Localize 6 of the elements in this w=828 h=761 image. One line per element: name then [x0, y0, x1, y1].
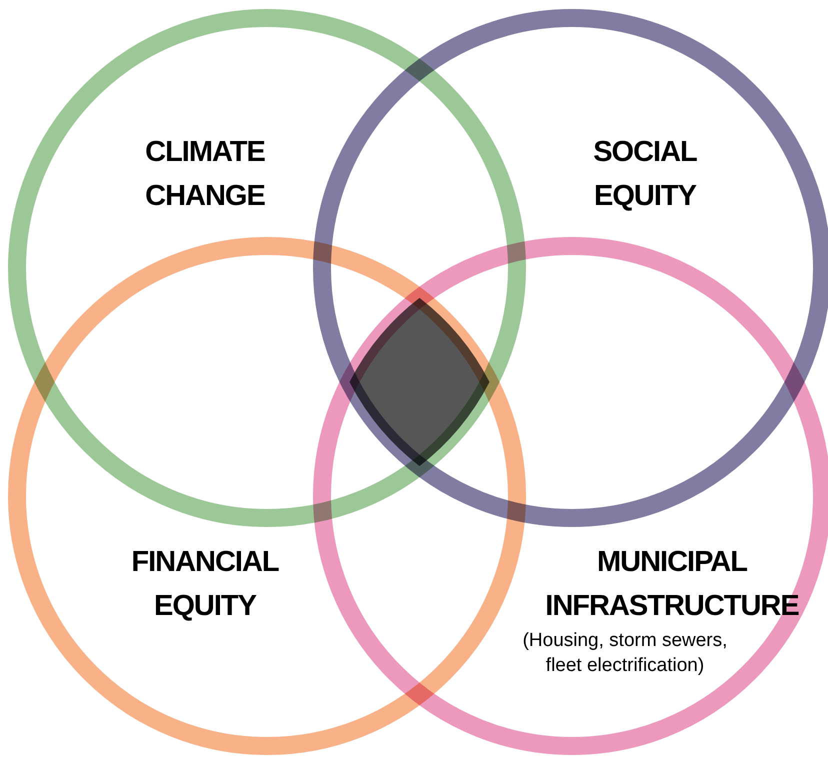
circle-label: FINANCIAL EQUITY [130, 545, 280, 624]
venn-circle [8, 9, 526, 527]
subtitle-text: (Housing, storm sewers, fleet electrification) [522, 629, 728, 678]
circle-label: SOCIAL EQUITY [592, 135, 698, 214]
circle-label: MUNICIPAL INFRASTRUCTURE [544, 545, 800, 624]
circle-label: CLIMATE CHANGE [144, 135, 266, 214]
